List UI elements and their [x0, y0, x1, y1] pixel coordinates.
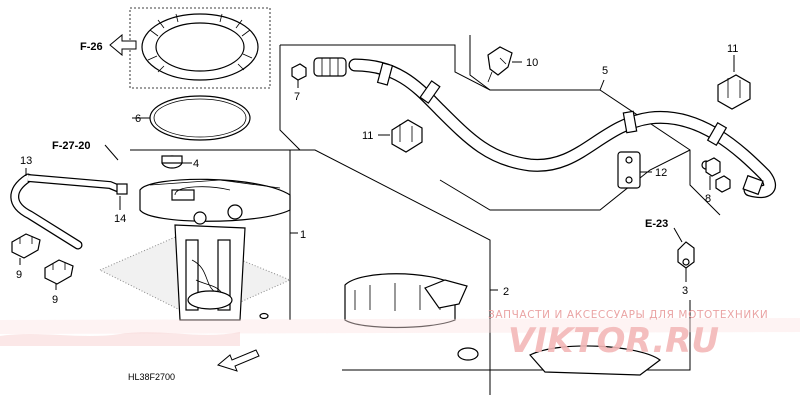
watermark-logo: VIKTOR.RU	[508, 321, 719, 361]
clip-3	[673, 227, 695, 282]
callout-10: 10	[526, 57, 538, 69]
direction-arrow	[216, 349, 260, 372]
callout-9-upper: 9	[16, 269, 22, 281]
callout-11-lower: 11	[362, 130, 373, 142]
cap-4	[161, 155, 192, 169]
callout-7: 7	[294, 91, 300, 103]
clamp-8	[705, 157, 731, 193]
callout-6: 6	[135, 113, 141, 125]
breather-hose	[10, 168, 124, 250]
ref-label-f2720: F-27-20	[52, 140, 91, 152]
ref-label-e23: E-23	[645, 218, 668, 230]
callout-3: 3	[682, 285, 688, 297]
fuel-hose	[313, 57, 776, 199]
bracket-12	[617, 151, 652, 189]
ref-arrow-f26	[109, 33, 137, 57]
callout-8: 8	[705, 193, 711, 205]
ref-label-f26: F-26	[80, 41, 103, 53]
clamp-10	[487, 46, 522, 83]
hose-clip-14	[116, 183, 128, 195]
clip-9-lower	[44, 259, 74, 285]
clip-11-lower	[378, 119, 423, 153]
callout-1: 1	[300, 229, 306, 241]
o-ring	[146, 95, 251, 141]
callout-12: 12	[655, 167, 667, 179]
watermark-caption: ЗАПЧАСТИ И АКСЕССУАРЫ ДЛЯ МОТОТЕХНИКИ	[488, 309, 768, 321]
callout-4: 4	[193, 158, 199, 170]
leader-lines	[104, 79, 605, 291]
callout-9-lower: 9	[52, 294, 58, 306]
clip-7	[291, 63, 307, 88]
callout-14: 14	[114, 213, 126, 225]
callout-13: 13	[20, 155, 32, 167]
clip-9-upper	[11, 233, 41, 259]
diagram-code: HL38F2700	[128, 372, 175, 382]
callout-11-upper: 11	[727, 43, 738, 55]
fuel-pump-module	[98, 178, 292, 321]
assembly-frame-lines	[130, 35, 721, 395]
callout-2: 2	[503, 286, 509, 298]
fuel-reservoir	[344, 273, 662, 376]
watermark: ЗАПЧАСТИ И АКСЕССУАРЫ ДЛЯ МОТОТЕХНИКИ VI…	[0, 309, 800, 361]
retainer-ring	[129, 7, 271, 89]
callout-5: 5	[602, 65, 608, 77]
clip-11-upper	[717, 55, 751, 110]
